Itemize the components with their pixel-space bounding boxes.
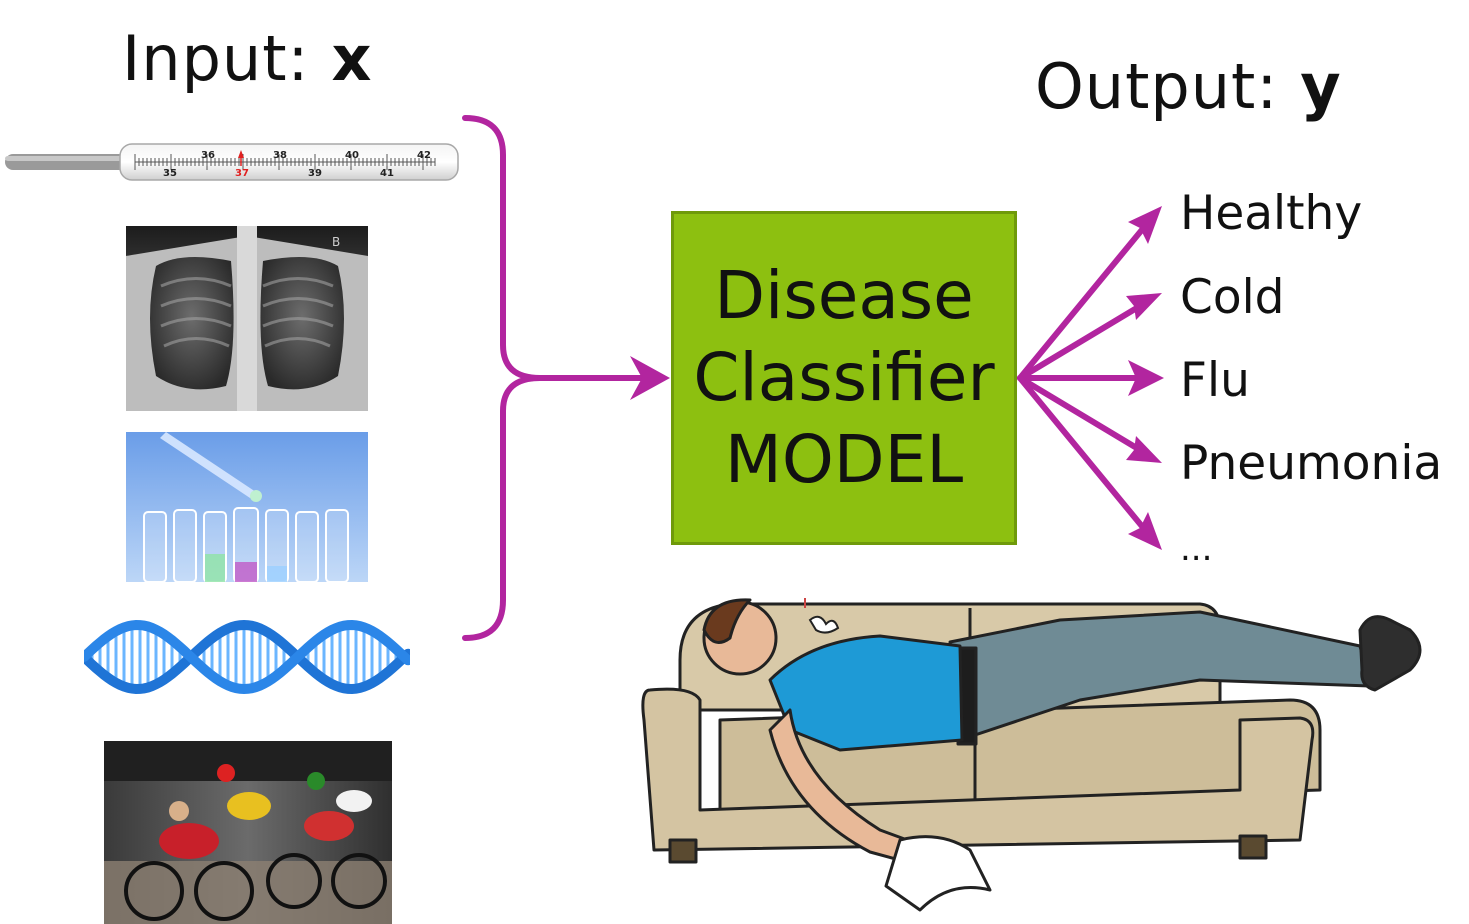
class-healthy: Healthy xyxy=(1180,186,1363,241)
thermo-label-35: 35 xyxy=(163,168,177,179)
input-title: Input:x xyxy=(122,28,372,90)
thermo-label-40: 40 xyxy=(345,150,359,161)
input-bracket xyxy=(462,115,543,641)
thermo-label-39: 39 xyxy=(308,168,322,179)
sick-person-on-couch-illustration xyxy=(641,598,1422,912)
cyclists-photo-icon xyxy=(104,741,392,924)
arrowhead-healthy xyxy=(1128,206,1162,244)
class-pneumonia: Pneumonia xyxy=(1180,436,1443,491)
chest-xray-icon: B xyxy=(126,226,368,411)
thermometer-icon: 36 38 40 42 35 37 39 41 xyxy=(5,143,459,181)
class-more: ... xyxy=(1180,529,1213,569)
xray-marker: B xyxy=(332,235,340,249)
arrow-healthy xyxy=(1017,217,1153,381)
class-cold: Cold xyxy=(1180,270,1285,325)
lab-test-tubes-icon xyxy=(126,432,368,582)
thermo-label-41: 41 xyxy=(380,168,394,179)
class-flu: Flu xyxy=(1180,353,1250,408)
model-line-3: MODEL xyxy=(724,421,964,498)
model-line-1: Disease xyxy=(714,257,974,334)
thermo-label-42: 42 xyxy=(417,150,431,161)
disease-classifier-model-box: Disease Classifier MODEL xyxy=(671,211,1017,545)
arrowhead-cold xyxy=(1126,293,1162,320)
arrowhead-flu xyxy=(1128,360,1164,396)
thermo-label-38: 38 xyxy=(273,150,287,161)
arrow-pneumonia xyxy=(1017,375,1153,459)
thermo-label-36: 36 xyxy=(201,150,215,161)
thermo-label-37: 37 xyxy=(235,168,249,179)
arrow-more xyxy=(1017,375,1153,539)
input-label: Input: xyxy=(122,22,310,95)
model-line-2: Classifier xyxy=(693,339,995,416)
dna-helix-icon xyxy=(84,619,410,695)
arrowhead-more xyxy=(1128,512,1162,550)
input-arrowhead xyxy=(630,356,670,400)
arrow-cold xyxy=(1017,297,1153,381)
output-title: Output:y xyxy=(1035,56,1342,118)
output-variable: y xyxy=(1300,50,1342,123)
arrowhead-pneumonia xyxy=(1126,436,1162,463)
input-variable: x xyxy=(331,22,373,95)
output-label: Output: xyxy=(1035,50,1279,123)
